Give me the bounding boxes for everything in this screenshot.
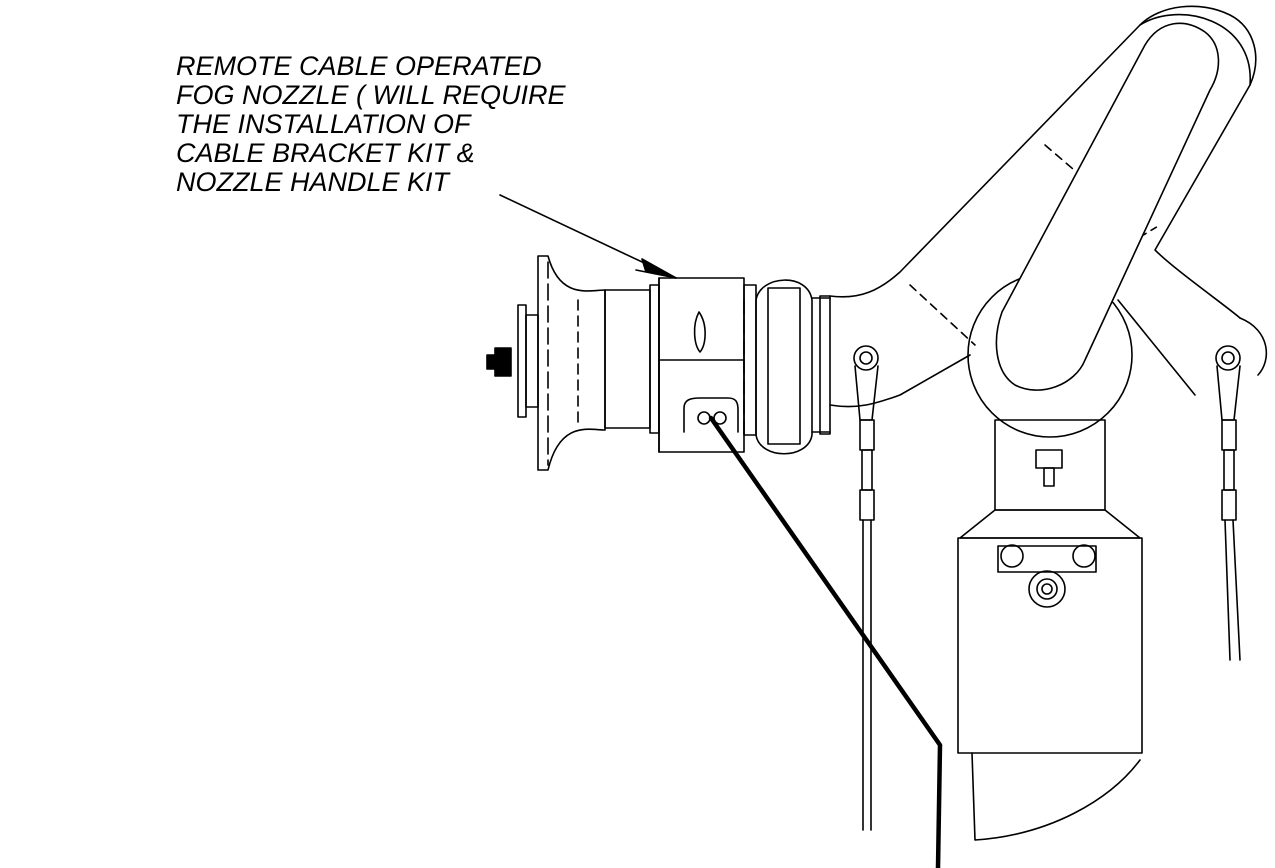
monitor-base-column (957, 419, 1143, 841)
right-cable-eyelet (1215, 345, 1241, 661)
callout-leader-arrow (499, 194, 677, 279)
monitor-swivel-ring (967, 22, 1220, 438)
callout-line-2: FOG NOZZLE ( WILL REQUIRE (176, 80, 566, 110)
left-cable-eyelet (853, 345, 879, 831)
callout-line-1: REMOTE CABLE OPERATED (176, 51, 542, 81)
fog-nozzle (486, 255, 831, 471)
nozzle-callout-label: REMOTE CABLE OPERATED FOG NOZZLE ( WILL … (176, 52, 646, 197)
callout-line-5: NOZZLE HANDLE KIT (176, 167, 450, 197)
monitor-upper-elbow (829, 5, 1268, 408)
callout-line-3: THE INSTALLATION OF (176, 109, 471, 139)
callout-line-4: CABLE BRACKET KIT & (176, 138, 475, 168)
nozzle-operating-cable (708, 415, 943, 868)
